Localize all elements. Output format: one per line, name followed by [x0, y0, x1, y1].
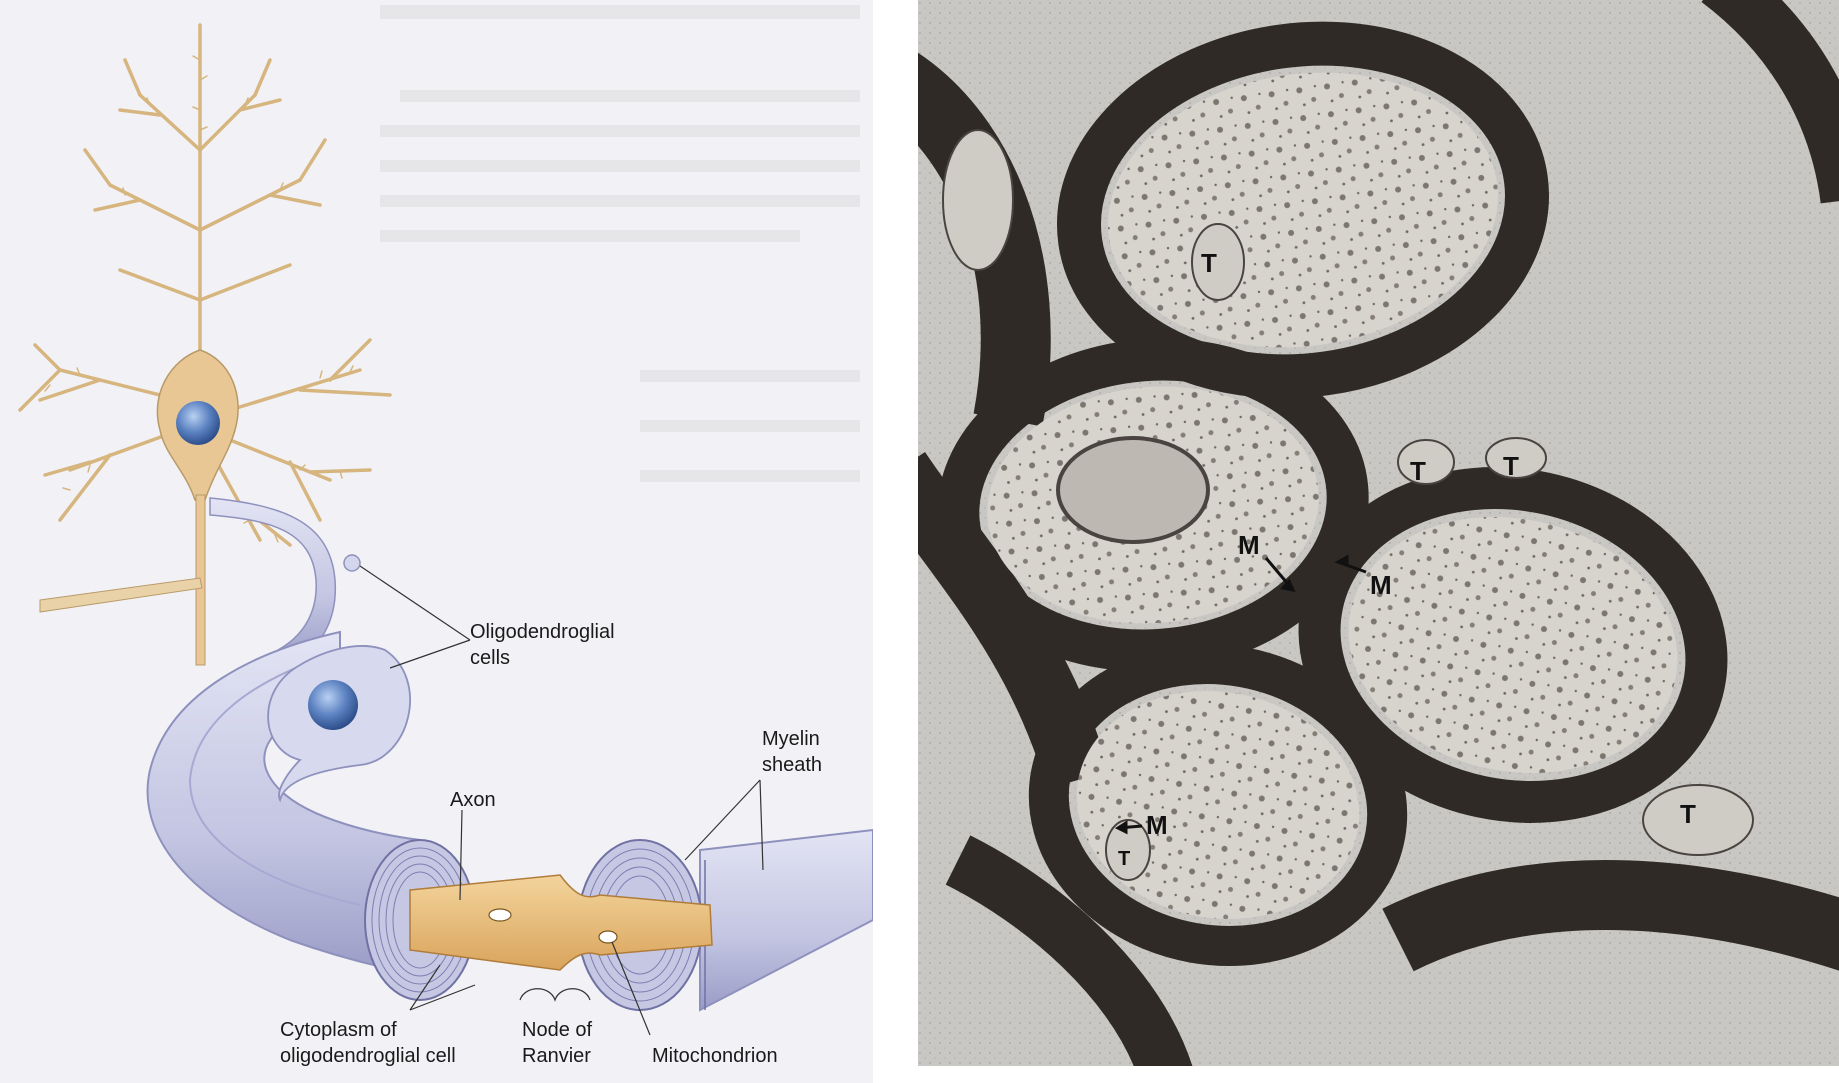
label-oligodendroglial-cells: Oligodendroglial cells — [470, 621, 620, 669]
myelinated-axon-tube — [146, 630, 421, 977]
micrograph-label-T: T — [1201, 248, 1217, 278]
label-cytoplasm: Cytoplasm of oligodendroglial cell — [280, 1019, 456, 1067]
dendrite-spines — [44, 55, 354, 543]
neuron-dendrites — [18, 23, 392, 547]
myelinated-axon-2 — [937, 338, 1369, 672]
label-mitochondrion: Mitochondrion — [652, 1045, 778, 1067]
micrograph-label-T: T — [1118, 848, 1130, 870]
myelin-inner-line — [188, 654, 361, 906]
oligodendroglial-process-knob — [343, 554, 361, 572]
neuron-nucleus — [176, 401, 220, 445]
micrograph-label-T: T — [1503, 451, 1519, 481]
micrograph-label-M: M — [1238, 530, 1260, 560]
oligodendrocyte-diagram: Oligodendroglial cells Myelin sheath Axo… — [0, 0, 873, 1083]
micrograph-label-M: M — [1146, 810, 1168, 840]
electron-micrograph: T T T T T M M M — [918, 0, 1839, 1066]
micrograph-label-T: T — [1680, 799, 1696, 829]
axon-collateral — [39, 577, 203, 613]
micrograph-label-T: T — [1410, 456, 1426, 486]
leader-lines — [359, 565, 764, 1036]
axon-core — [409, 874, 713, 971]
micrograph-arrows — [1114, 554, 1367, 835]
mitochondrion-shape — [488, 908, 512, 922]
label-axon: Axon — [450, 789, 496, 811]
myelinated-axon-3 — [1298, 467, 1728, 823]
background-text-shadow — [380, 5, 860, 482]
label-myelin-sheath: Myelin sheath — [762, 728, 825, 776]
oligodendrocyte-nucleus — [308, 680, 358, 730]
micrograph-label-M: M — [1370, 570, 1392, 600]
label-node-of-ranvier: Node of Ranvier — [522, 1019, 598, 1067]
myelin-tube-right — [699, 828, 873, 1012]
small-profiles — [942, 129, 1754, 881]
mitochondrion-shape — [598, 930, 618, 944]
